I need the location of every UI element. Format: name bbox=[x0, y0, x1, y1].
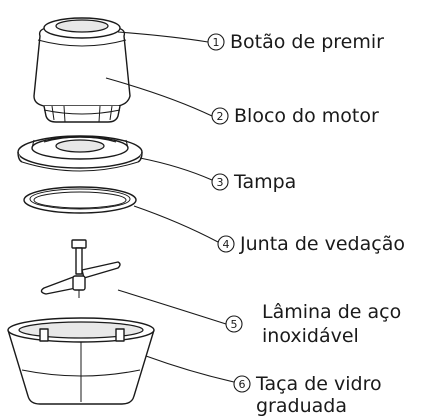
number-1: 1 bbox=[213, 36, 220, 49]
motor-block-illustration bbox=[33, 17, 131, 123]
number-circle-5 bbox=[225, 315, 243, 333]
callout-3: 3 Tampa bbox=[139, 157, 296, 193]
leader-line-5 bbox=[117, 289, 227, 325]
leader-line-4 bbox=[133, 205, 219, 243]
number-circle-6 bbox=[233, 375, 251, 393]
number-circle-3 bbox=[211, 173, 229, 191]
label-sealing-gasket: Junta de vedação bbox=[239, 233, 405, 255]
label-motor-block: Bloco do motor bbox=[234, 105, 379, 127]
callout-1: 1 Botão de premir bbox=[117, 31, 384, 53]
label-press-button: Botão de premir bbox=[230, 31, 384, 53]
leader-line-2 bbox=[105, 77, 213, 117]
label-blade-line-1: Lâmina de aço bbox=[262, 301, 401, 323]
blade-illustration bbox=[40, 239, 121, 298]
number-circle-2 bbox=[211, 107, 229, 125]
bowl-illustration bbox=[7, 317, 155, 405]
label-blade-line-2: inoxidável bbox=[262, 325, 359, 347]
number-2: 2 bbox=[217, 110, 224, 123]
number-6: 6 bbox=[239, 378, 246, 391]
leader-line-3 bbox=[139, 157, 213, 181]
number-3: 3 bbox=[217, 176, 224, 189]
number-circle-4 bbox=[217, 235, 235, 253]
number-5: 5 bbox=[231, 318, 238, 331]
label-bowl-line-2: graduada bbox=[256, 395, 347, 417]
number-circle-1 bbox=[207, 33, 225, 51]
callout-5: 5 Lâmina de aço inoxidável bbox=[117, 289, 401, 347]
callout-2: 2 Bloco do motor bbox=[105, 77, 379, 127]
number-4: 4 bbox=[223, 238, 230, 251]
callout-6: 6 Taça de vidro graduada bbox=[145, 355, 382, 417]
label-bowl-line-1: Taça de vidro bbox=[255, 373, 382, 395]
leader-line-6 bbox=[145, 355, 235, 383]
label-lid: Tampa bbox=[233, 171, 296, 193]
lid-illustration bbox=[17, 135, 143, 172]
leader-line-1 bbox=[117, 31, 209, 43]
gasket-illustration bbox=[23, 186, 137, 214]
callout-4: 4 Junta de vedação bbox=[133, 205, 405, 255]
